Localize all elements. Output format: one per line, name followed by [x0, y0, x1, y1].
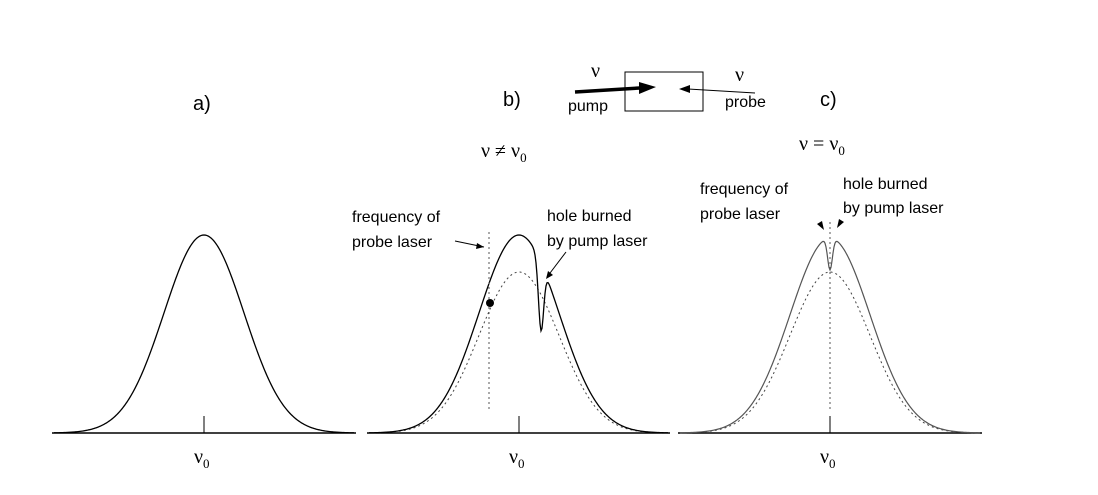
- panel-c-dotted-curve: [679, 271, 981, 434]
- panel-b-condition: ν ≠ ν0: [481, 140, 527, 165]
- panel-c-nu0-label: ν0: [820, 446, 836, 471]
- panel-b-hole-arrowhead: [546, 271, 553, 279]
- panel-b-probe-arrowhead: [476, 243, 484, 249]
- panel-b-hole-annotation-line2: by pump laser: [547, 233, 648, 250]
- sample-cell: [624, 71, 704, 112]
- panel-b-nu0-label: ν0: [509, 446, 525, 471]
- pump-arrowhead: [639, 82, 656, 94]
- panel-c-probe-arrowhead: [817, 221, 824, 230]
- probe-beam: [687, 88, 756, 94]
- panel-b-probe-annotation-line1: frequency of: [352, 209, 441, 226]
- pump-nu-symbol: ν: [591, 60, 600, 82]
- panel-b-dotted-curve: [368, 271, 669, 434]
- panel-b-probe-point: [486, 299, 494, 307]
- panel-c-burned-curve: [679, 240, 981, 434]
- panel-b-burned-curve: [368, 234, 669, 434]
- panel-c-label: c): [820, 89, 837, 111]
- pump-beam: [574, 86, 641, 94]
- panel-a-label: a): [193, 93, 211, 115]
- probe-label: probe: [725, 94, 766, 111]
- pump-probe-schematic: ν pump ν probe: [568, 60, 766, 115]
- probe-arrowhead: [679, 85, 690, 93]
- panel-c: c) ν = ν0 frequency of probe laser hole …: [678, 89, 982, 471]
- panel-a: a) ν0: [52, 93, 356, 471]
- panel-b-hole-annotation-line1: hole burned: [547, 208, 632, 225]
- panel-c-hole-annotation-line2: by pump laser: [843, 200, 944, 217]
- panel-c-hole-annotation-line1: hole burned: [843, 176, 928, 193]
- panel-c-hole-arrowhead: [837, 219, 844, 228]
- pump-label: pump: [568, 98, 608, 115]
- panel-a-gaussian-curve: [53, 234, 355, 434]
- panel-c-condition: ν = ν0: [799, 133, 845, 158]
- panel-b: b) ν ≠ ν0 frequency of probe laser hole …: [352, 89, 670, 471]
- probe-nu-symbol: ν: [735, 64, 744, 86]
- panel-a-nu0-label: ν0: [194, 446, 210, 471]
- panel-b-label: b): [503, 89, 521, 111]
- panel-c-probe-annotation-line1: frequency of: [700, 181, 789, 198]
- panel-c-probe-annotation-line2: probe laser: [700, 206, 781, 223]
- panel-b-probe-annotation-line2: probe laser: [352, 234, 433, 251]
